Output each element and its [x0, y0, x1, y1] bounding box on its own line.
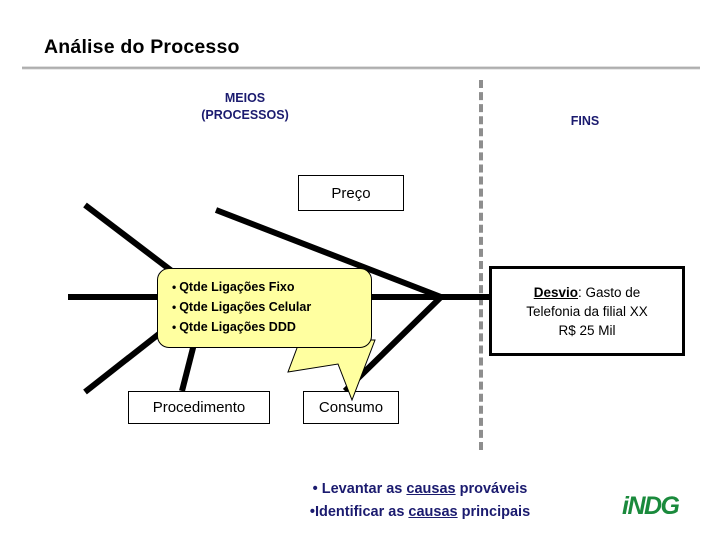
category-box-procedimento[interactable]: Procedimento: [128, 391, 270, 424]
footer-bullet-pre: Levantar as: [321, 481, 407, 497]
effect-box-lead: Desvio: [533, 284, 578, 300]
effect-box-desvio[interactable]: Desvio: Gasto de Telefonia da filial XX …: [489, 266, 685, 356]
footer-bullet-pre: Identificar as: [314, 504, 409, 520]
footer-bullet-post: principais: [457, 504, 531, 520]
bullet-icon: •: [312, 481, 318, 497]
callout-item: •Qtde Ligações Celular: [172, 297, 371, 317]
footer-bullet-emphasis: causas: [408, 504, 458, 520]
callout-item-label: Qtde Ligações DDD: [179, 320, 296, 334]
bullet-icon: •: [309, 504, 315, 520]
fishbone-bone-preco: [214, 207, 443, 300]
category-box-preco[interactable]: Preço: [298, 175, 404, 211]
callout-item-label: Qtde Ligações Fixo: [179, 280, 295, 294]
header-meios: MEIOS (PROCESSOS): [150, 90, 340, 124]
callout-item: •Qtde Ligações Fixo: [172, 277, 371, 297]
header-meios-line2: (PROCESSOS): [201, 108, 289, 122]
footer-bullet-item: • Levantar as causas prováveis: [230, 478, 610, 501]
effect-box-line3: R$ 25 Mil: [558, 322, 616, 338]
callout-bubble[interactable]: •Qtde Ligações Fixo •Qtde Ligações Celul…: [157, 268, 372, 348]
header-meios-line1: MEIOS: [224, 91, 266, 105]
footer-bullet-list: • Levantar as causas prováveis •Identifi…: [230, 478, 610, 524]
vertical-dashed-divider: [479, 80, 483, 450]
effect-box-lead-suffix: : Gasto de: [577, 284, 641, 300]
header-fins: FINS: [570, 114, 600, 128]
effect-box-line2: Telefonia da filial XX: [526, 303, 648, 319]
bullet-icon: •: [172, 320, 177, 334]
title-divider-rule: [22, 66, 700, 70]
bullet-icon: •: [172, 280, 177, 294]
page-title: Análise do Processo: [44, 36, 240, 58]
effect-box-line1: Desvio: Gasto de: [534, 283, 641, 302]
callout-item: •Qtde Ligações DDD: [172, 317, 371, 337]
footer-bullet-post: prováveis: [455, 481, 528, 497]
indg-logo: iNDG: [622, 492, 680, 520]
callout-item-label: Qtde Ligações Celular: [179, 300, 312, 314]
bullet-icon: •: [172, 300, 177, 314]
footer-bullet-item: •Identificar as causas principais: [230, 501, 610, 524]
footer-bullet-emphasis: causas: [406, 481, 456, 497]
callout-tail: [287, 339, 376, 402]
